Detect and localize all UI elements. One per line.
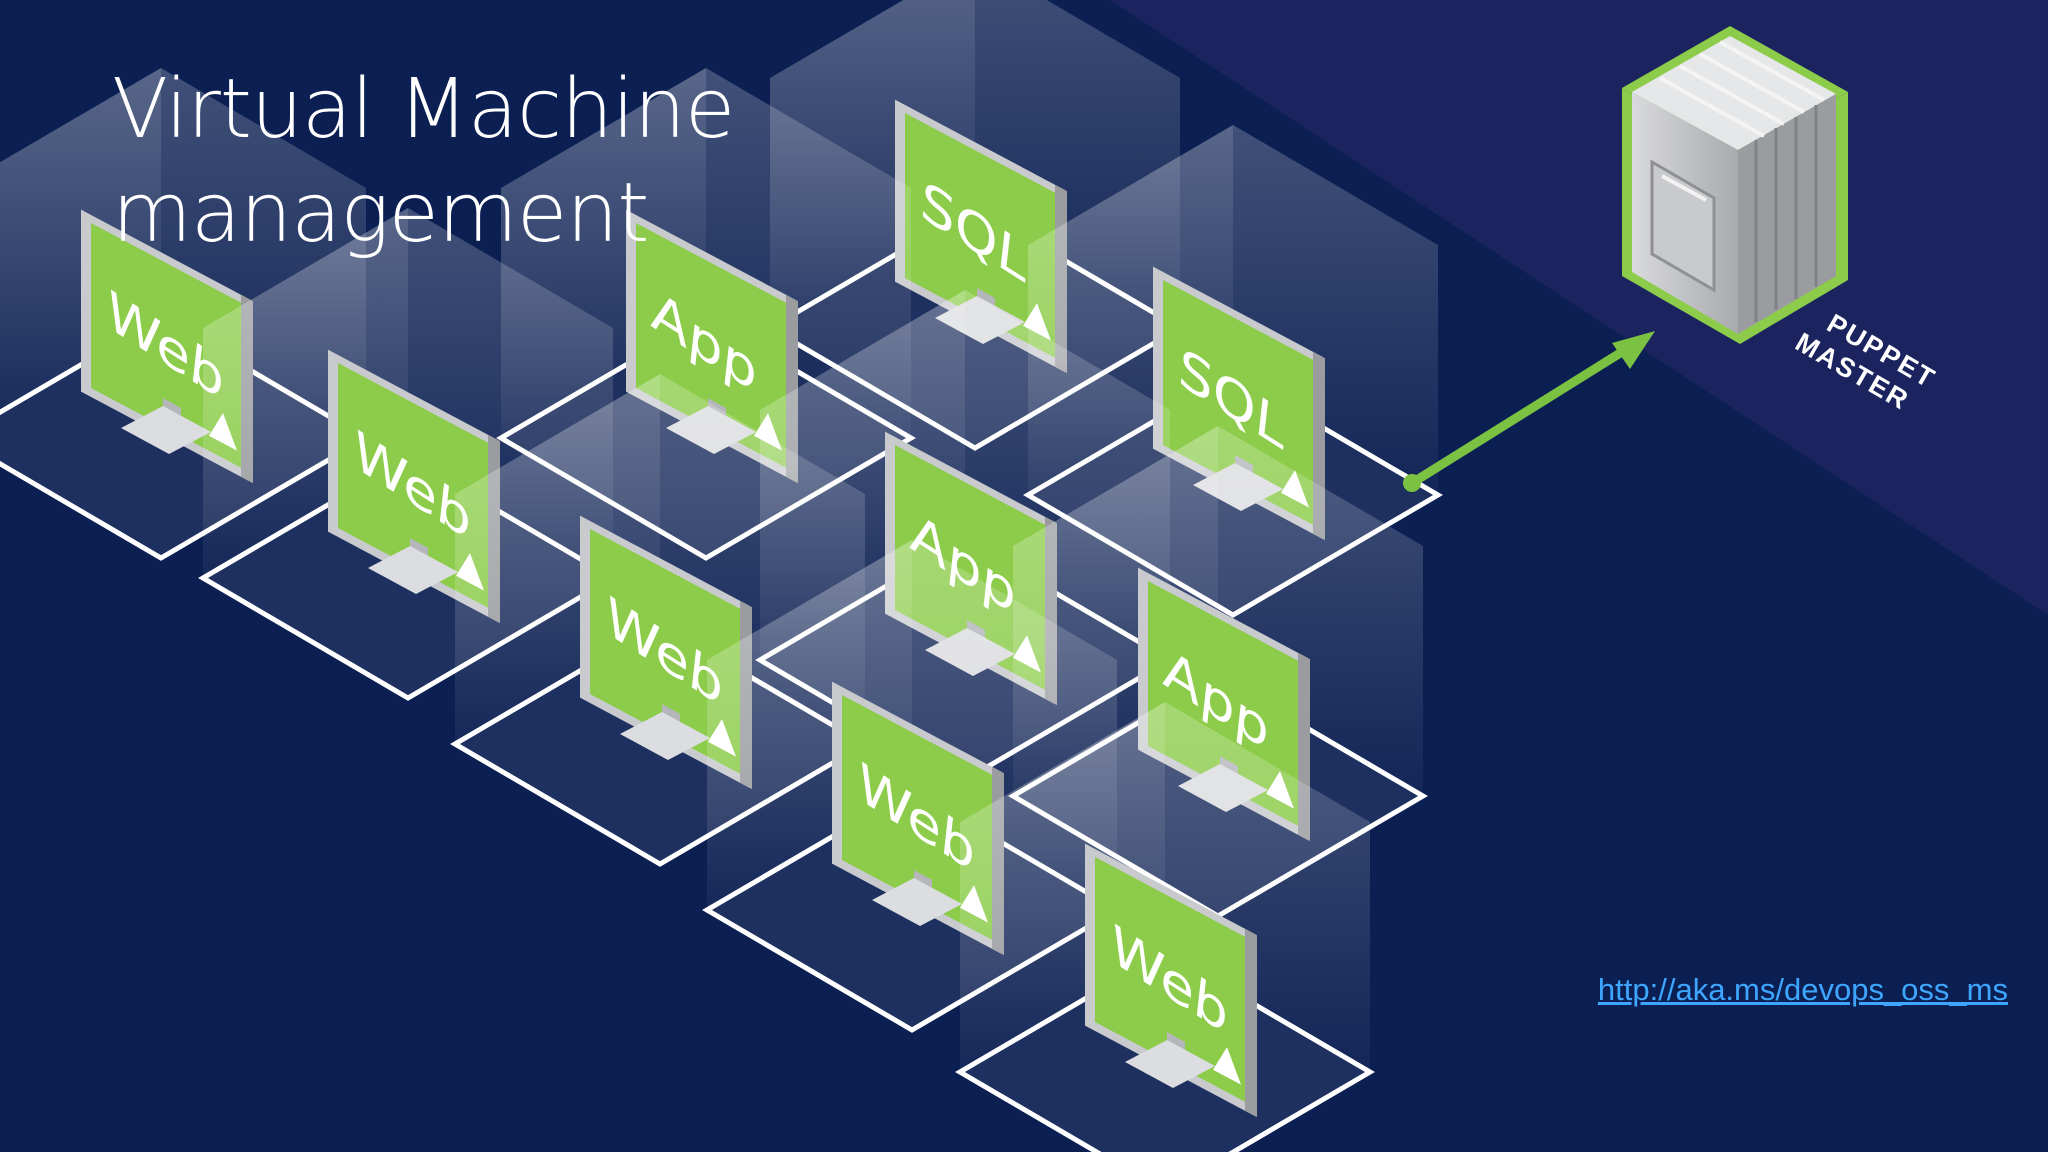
vm-instance: Web xyxy=(955,702,1375,1152)
monitor-icon: App xyxy=(626,209,798,484)
vm-instance: Web xyxy=(450,374,870,867)
monitor-icon: Web xyxy=(328,349,500,624)
slide-title-line2: management xyxy=(112,166,649,261)
slide-title: Virtual Machine management xyxy=(112,58,735,266)
slide-title-line1: Virtual Machine xyxy=(112,62,735,157)
flask-icon xyxy=(1213,1047,1241,1085)
monitor-icon: Web xyxy=(1085,843,1257,1118)
connection-arrow xyxy=(1403,331,1655,492)
server-tower-icon xyxy=(1622,26,1848,344)
monitor-icon: Web xyxy=(580,515,752,790)
source-link[interactable]: http://aka.ms/devops_oss_ms xyxy=(1597,972,2008,1007)
